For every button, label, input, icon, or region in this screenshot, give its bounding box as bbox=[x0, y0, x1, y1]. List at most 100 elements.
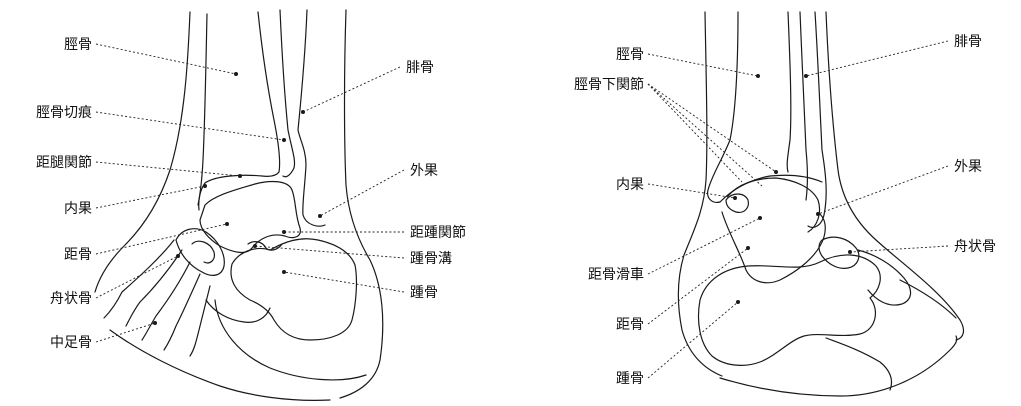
label-left-fibula: 腓骨 bbox=[406, 60, 434, 76]
dot-fibular-notch bbox=[282, 138, 286, 142]
leader-calcaneal-sulcus bbox=[254, 245, 405, 259]
leader-r-navicular bbox=[849, 245, 949, 253]
right-talus-body bbox=[721, 211, 826, 284]
left-navicular bbox=[175, 228, 225, 276]
dot-fibula bbox=[301, 110, 305, 114]
left-metatarsal-5 bbox=[189, 285, 211, 357]
dot-metatarsals bbox=[153, 321, 157, 325]
left-metatarsal-3 bbox=[141, 261, 191, 341]
right-calcaneus bbox=[697, 254, 881, 366]
label-left-medial-malleolus: 内果 bbox=[64, 201, 92, 217]
dot-tibia bbox=[234, 72, 238, 76]
label-left-navicular: 舟状骨 bbox=[50, 291, 92, 307]
label-left-calcaneal-sulcus: 踵骨溝 bbox=[410, 251, 452, 267]
right-fibula-front bbox=[799, 11, 809, 201]
leader-r-inf-articular-2 bbox=[647, 83, 763, 187]
right-foot-sole bbox=[719, 335, 958, 397]
leader-r-fibula bbox=[805, 40, 949, 77]
label-left-lateral-malleolus: 外果 bbox=[410, 163, 438, 179]
label-right-medial-malleolus: 内果 bbox=[616, 177, 644, 193]
leader-r-lateral-malleolus bbox=[817, 165, 949, 215]
leader-r-inf-articular-1 bbox=[647, 83, 743, 183]
leader-r-inf-articular-3 bbox=[647, 83, 777, 173]
left-sole bbox=[109, 329, 331, 401]
label-right-talus: 距骨 bbox=[616, 317, 644, 333]
left-leg-medial-contour bbox=[94, 11, 191, 293]
label-left-talus: 距骨 bbox=[64, 247, 92, 263]
left-talus bbox=[199, 180, 301, 254]
dot-r-inf-articular bbox=[774, 170, 778, 174]
dot-r-tibia bbox=[756, 74, 760, 78]
dot-talocalcaneal-joint bbox=[282, 230, 286, 234]
leader-r-calcaneus bbox=[647, 301, 739, 379]
right-metatarsal bbox=[899, 279, 957, 319]
left-metatarsal-2 bbox=[125, 249, 183, 327]
leader-r-medial-malleolus bbox=[647, 183, 736, 199]
label-left-talocrural-joint: 距腿関節 bbox=[36, 154, 92, 171]
label-right-tibia: 脛骨 bbox=[616, 47, 644, 63]
label-left-metatarsals: 中足骨 bbox=[50, 335, 92, 351]
dot-navicular bbox=[176, 254, 180, 258]
dot-r-fibula bbox=[804, 74, 808, 78]
dot-r-talus bbox=[746, 246, 750, 250]
label-left-tibia: 脛骨 bbox=[64, 37, 92, 53]
right-leg-front-contour bbox=[677, 11, 723, 377]
leader-tibia bbox=[95, 43, 237, 75]
dot-r-medial-malleolus bbox=[733, 196, 737, 200]
right-tibia-front bbox=[707, 11, 739, 203]
left-heel-pad bbox=[214, 299, 367, 381]
dot-calcaneal-sulcus bbox=[253, 244, 257, 248]
label-right-calcaneus: 踵骨 bbox=[616, 371, 644, 387]
dot-lateral-malleolus bbox=[318, 214, 322, 218]
leader-r-tibia bbox=[647, 53, 759, 77]
dot-r-calcaneus bbox=[736, 300, 740, 304]
leader-metatarsals bbox=[95, 322, 156, 343]
leader-fibula bbox=[302, 66, 401, 113]
right-sole-inner bbox=[825, 337, 893, 391]
dot-talocrural-joint bbox=[238, 174, 242, 178]
leader-talocrural-joint bbox=[95, 161, 241, 177]
label-right-talar-trochlea: 距骨滑車 bbox=[588, 266, 644, 283]
right-leg-back-contour bbox=[825, 11, 965, 341]
left-metatarsal-1 bbox=[103, 239, 175, 319]
right-medial-malleolus-facet bbox=[725, 193, 749, 213]
left-fibula-lateral bbox=[297, 9, 326, 227]
right-cuneiform bbox=[857, 249, 912, 306]
leader-talus bbox=[95, 223, 228, 255]
right-navicular bbox=[818, 236, 860, 269]
right-talar-trochlea bbox=[727, 177, 821, 233]
leader-r-talar-trochlea bbox=[647, 217, 761, 275]
label-left-talocalcaneal-joint: 距踵関節 bbox=[410, 224, 466, 241]
left-ankle-drawing: 脛骨 腓骨 脛骨切痕 距腿関節 内果 外果 距踵関節 距骨 踵骨溝 舟状骨 踵骨… bbox=[36, 9, 466, 401]
right-ankle-drawing: 脛骨 腓骨 脛骨下関節 内果 外果 舟状骨 距骨滑車 距骨 踵骨 bbox=[574, 11, 996, 397]
dot-medial-malleolus bbox=[203, 184, 207, 188]
leader-fibular-notch bbox=[95, 111, 285, 141]
label-right-lateral-malleolus: 外果 bbox=[954, 159, 982, 175]
leader-calcaneus bbox=[283, 271, 405, 293]
left-tibia-medial bbox=[197, 13, 208, 206]
left-tibia-lateral bbox=[198, 11, 281, 211]
right-fibula-back bbox=[807, 11, 827, 228]
label-left-calcaneus: 踵骨 bbox=[410, 285, 438, 301]
label-right-fibula: 腓骨 bbox=[954, 34, 982, 50]
right-tibia-back bbox=[786, 11, 792, 173]
dot-calcaneus bbox=[282, 270, 286, 274]
label-right-navicular: 舟状骨 bbox=[954, 239, 996, 255]
left-fibula-medial bbox=[279, 9, 296, 178]
left-metatarsal-4 bbox=[163, 273, 201, 351]
dot-r-lateral-malleolus bbox=[816, 212, 820, 216]
leader-medial-malleolus bbox=[95, 185, 206, 209]
dot-r-talar-trochlea bbox=[758, 216, 762, 220]
left-cuboid bbox=[205, 299, 271, 323]
left-calcaneus bbox=[230, 238, 358, 341]
left-navicular-inner bbox=[191, 240, 215, 264]
leader-navicular bbox=[95, 255, 179, 299]
label-left-fibular-notch: 脛骨切痕 bbox=[36, 105, 92, 121]
label-right-inferior-articular-surface: 脛骨下関節 bbox=[574, 76, 644, 93]
leader-lateral-malleolus bbox=[319, 169, 405, 217]
dot-talus bbox=[225, 222, 229, 226]
left-leg-lateral-contour bbox=[339, 9, 384, 399]
dot-r-navicular bbox=[848, 250, 852, 254]
